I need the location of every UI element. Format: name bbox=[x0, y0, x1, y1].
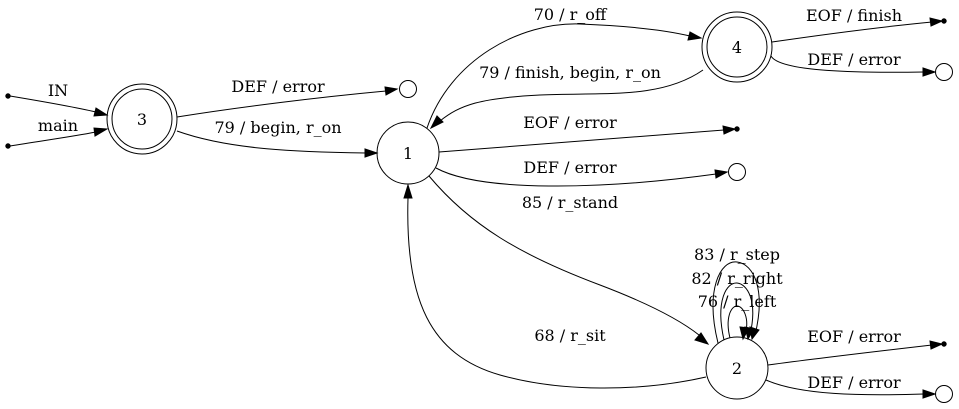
arrowhead-main-to-3 bbox=[93, 127, 109, 137]
edge-2-to-1 bbox=[407, 197, 707, 389]
edge-label-3-to-1: 79 / begin, r_on bbox=[214, 118, 341, 137]
arrowhead-3-to-1 bbox=[364, 148, 379, 158]
edge-label-main: main bbox=[38, 116, 78, 135]
edge-3-to-1 bbox=[176, 130, 367, 154]
edge-4-def bbox=[770, 55, 925, 73]
edge-label-4-eof: EOF / finish bbox=[806, 6, 902, 25]
arrowhead-1-def bbox=[714, 169, 729, 179]
edge-label-1-to-4: 70 / r_off bbox=[534, 5, 608, 24]
edge-label-2-to-1: 68 / r_sit bbox=[534, 326, 606, 345]
edge-label-1-def: DEF / error bbox=[523, 158, 617, 177]
state-2[interactable] bbox=[705, 336, 769, 400]
state-3-inner bbox=[111, 88, 173, 150]
state-4-inner bbox=[706, 16, 768, 78]
terminal-1-eof bbox=[734, 126, 740, 132]
arrowhead-3-def bbox=[384, 86, 399, 96]
edge-1-to-2 bbox=[428, 175, 700, 336]
arrowhead-1-eof bbox=[722, 125, 737, 135]
edge-label-in: IN bbox=[48, 81, 68, 100]
edge-label-2-def: DEF / error bbox=[807, 373, 901, 392]
edge-4-to-1 bbox=[439, 69, 704, 122]
edge-label-4-to-1: 79 / finish, begin, r_on bbox=[479, 63, 661, 82]
state-4-outer[interactable] bbox=[701, 11, 773, 83]
edge-main-to-3 bbox=[9, 131, 97, 147]
arrowhead-4-to-1 bbox=[429, 115, 444, 130]
edge-label-2-eof: EOF / error bbox=[807, 327, 901, 346]
arrowhead-2-eof bbox=[929, 340, 944, 350]
edge-2-loop-outer bbox=[712, 261, 760, 344]
arrowhead-in-to-3 bbox=[93, 107, 109, 117]
terminal-4-eof bbox=[941, 18, 947, 24]
edge-3-def bbox=[176, 90, 387, 118]
edge-label-1-to-2: 85 / r_stand bbox=[522, 193, 618, 212]
state-3-label: 3 bbox=[137, 110, 147, 129]
edge-label-1-eof: EOF / error bbox=[523, 113, 617, 132]
edge-2-loop-inner bbox=[727, 305, 748, 339]
arrowhead-4-def bbox=[922, 67, 937, 77]
arrowhead-2-to-1 bbox=[403, 183, 413, 199]
terminal-1-def bbox=[728, 163, 746, 181]
state-4-label: 4 bbox=[732, 38, 742, 57]
terminal-2-eof bbox=[941, 341, 947, 347]
terminal-3-def bbox=[399, 80, 417, 98]
edge-1-def bbox=[435, 167, 717, 187]
edge-label-4-def: DEF / error bbox=[807, 50, 901, 69]
terminal-4-def bbox=[935, 63, 953, 81]
edge-1-to-4 bbox=[426, 23, 691, 129]
edge-2-def bbox=[765, 379, 925, 396]
edge-label-2-loop3: 76 / r_left bbox=[698, 292, 777, 311]
edge-label-3-def: DEF / error bbox=[231, 77, 325, 96]
arrowhead-2-loop-inner bbox=[739, 326, 750, 341]
edge-4-eof bbox=[771, 21, 933, 43]
edge-1-eof bbox=[438, 129, 725, 153]
state-2-label: 2 bbox=[732, 359, 742, 378]
arrowhead-1-to-2 bbox=[694, 332, 710, 345]
state-3-outer[interactable] bbox=[106, 83, 178, 155]
start-point-main bbox=[5, 143, 11, 149]
arrowhead-4-eof bbox=[929, 17, 944, 27]
edge-2-loop-middle bbox=[720, 282, 754, 341]
terminal-2-def bbox=[935, 385, 953, 403]
arrowhead-1-to-4 bbox=[687, 31, 703, 41]
edge-label-2-loop2: 82 / r_right bbox=[691, 269, 783, 288]
edge-2-eof bbox=[767, 344, 933, 366]
edge-in-to-3 bbox=[9, 95, 97, 113]
arrowhead-2-def bbox=[922, 389, 937, 399]
start-point-in bbox=[5, 93, 11, 99]
state-1-label: 1 bbox=[403, 144, 413, 163]
edge-label-2-loop1: 83 / r_step bbox=[694, 245, 780, 264]
